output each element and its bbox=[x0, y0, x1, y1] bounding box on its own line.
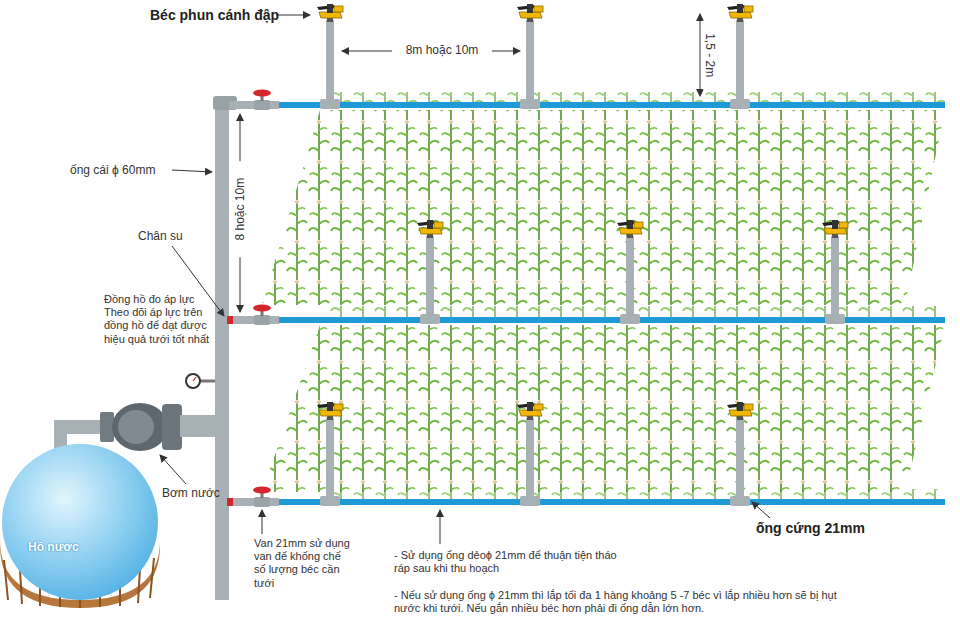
pipe-label: ống cứng 21mm bbox=[756, 520, 896, 537]
sprinkler-risers bbox=[320, 20, 845, 506]
dimension-text: 8m hoặc 10m bbox=[392, 43, 492, 57]
corn-field bbox=[262, 110, 945, 305]
pipe-label: ống cái ϕ 60mm bbox=[70, 163, 180, 177]
sprinkler-head bbox=[822, 220, 848, 238]
corn-field bbox=[262, 325, 945, 492]
corn-tassels bbox=[320, 489, 945, 500]
sprinkler-head bbox=[727, 4, 753, 22]
water-pond: Hồ nước bbox=[2, 444, 158, 600]
valve-note: Van 21mm sử dụng van để khống chế số lượ… bbox=[254, 537, 354, 590]
usage-note: - Sử dụng ống dẻoϕ 21mm để thuận tiện th… bbox=[394, 549, 634, 575]
valve bbox=[253, 305, 271, 326]
dimension-line bbox=[700, 14, 701, 96]
dimension-text: 1,5 - 2m bbox=[703, 20, 717, 90]
node-text: Hồ nước bbox=[28, 540, 158, 554]
sprinkler-head bbox=[317, 4, 343, 22]
valve bbox=[253, 90, 271, 111]
main-pipe bbox=[215, 98, 229, 600]
sprinkler-head bbox=[617, 220, 643, 238]
part-label: Chân su bbox=[138, 229, 208, 243]
water-pump bbox=[100, 403, 218, 451]
sprinkler-head bbox=[727, 402, 753, 420]
gauge-needle bbox=[193, 377, 196, 381]
leader-lines bbox=[160, 15, 770, 544]
usage-note: - Nếu sử dụng ống ϕ 21mm thì lắp tối đa … bbox=[394, 589, 864, 615]
gauge-note: Đồng hồ đo áp lực Theo dõi áp lực trên đ… bbox=[104, 293, 222, 346]
gauge-stem bbox=[200, 380, 215, 383]
part-label: Bơm nước bbox=[162, 486, 232, 500]
valve bbox=[253, 487, 271, 508]
lateral-pipes bbox=[227, 101, 945, 506]
dimension-text: 8 hoặc 10m bbox=[233, 161, 247, 257]
sprinkler-head bbox=[317, 402, 343, 420]
sprinkler-head bbox=[417, 220, 443, 238]
sprinkler-head bbox=[517, 4, 543, 22]
sprinkler-head bbox=[517, 402, 543, 420]
pressure-gauge bbox=[186, 374, 200, 388]
callout-text: Béc phun cánh đập bbox=[150, 7, 280, 24]
